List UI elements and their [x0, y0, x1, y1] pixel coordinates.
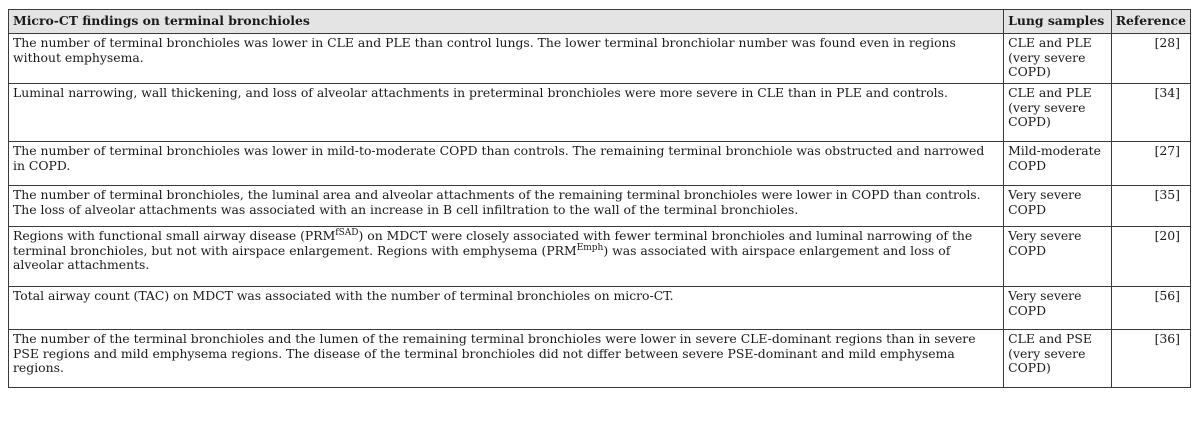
- finding-cell: Luminal narrowing, wall thickening, and …: [7, 83, 1005, 142]
- findings-table: Micro-CT findings on terminal bronchiole…: [7, 9, 1192, 388]
- samples-cell: CLE and PLE (very severe COPD): [1003, 83, 1112, 142]
- table-row: The number of terminal bronchioles was l…: [7, 141, 1192, 186]
- samples-cell: Very severe COPD: [1003, 286, 1112, 330]
- table-row: Luminal narrowing, wall thickening, and …: [7, 83, 1192, 142]
- finding-cell: The number of the terminal bronchioles a…: [7, 329, 1005, 388]
- finding-text-b: ) on MDCT were closely associated with f…: [13, 228, 973, 258]
- prm-fsad-superscript: fSAD: [335, 228, 359, 238]
- header-lung-samples: Lung samples: [1003, 9, 1112, 34]
- table-header: Micro-CT findings on terminal bronchiole…: [7, 9, 1192, 34]
- header-findings: Micro-CT findings on terminal bronchiole…: [7, 9, 1005, 34]
- reference-cell: [36]: [1110, 329, 1192, 388]
- table-row: The number of the terminal bronchioles a…: [7, 329, 1192, 388]
- samples-cell: Very severe COPD: [1003, 185, 1112, 227]
- finding-text-c: ) was associated with airspace enlargeme…: [13, 242, 951, 273]
- finding-cell: Regions with functional small airway dis…: [7, 226, 1005, 287]
- table-row: The number of terminal bronchioles, the …: [7, 185, 1192, 227]
- reference-cell: [27]: [1110, 141, 1192, 186]
- reference-cell: [35]: [1110, 185, 1192, 227]
- reference-cell: [20]: [1110, 226, 1192, 287]
- table-row: Regions with functional small airway dis…: [7, 226, 1192, 287]
- finding-cell: The number of terminal bronchioles was l…: [7, 33, 1005, 84]
- reference-cell: [28]: [1110, 33, 1192, 84]
- table-body: The number of terminal bronchioles was l…: [7, 33, 1192, 388]
- finding-cell: The number of terminal bronchioles was l…: [7, 141, 1005, 186]
- samples-cell: CLE and PSE (very severe COPD): [1003, 329, 1112, 388]
- finding-text-a: Regions with functional small airway dis…: [13, 228, 336, 243]
- finding-cell: Total airway count (TAC) on MDCT was ass…: [7, 286, 1005, 330]
- reference-cell: [34]: [1110, 83, 1192, 142]
- table-row: The number of terminal bronchioles was l…: [7, 33, 1192, 84]
- samples-cell: CLE and PLE (very severe COPD): [1003, 33, 1112, 84]
- table-row: Total airway count (TAC) on MDCT was ass…: [7, 286, 1192, 330]
- samples-cell: Very severe COPD: [1003, 226, 1112, 287]
- finding-cell: The number of terminal bronchioles, the …: [7, 185, 1005, 227]
- samples-cell: Mild-moderate COPD: [1003, 141, 1112, 186]
- header-reference: Reference: [1110, 9, 1192, 34]
- reference-cell: [56]: [1110, 286, 1192, 330]
- header-row: Micro-CT findings on terminal bronchiole…: [7, 9, 1192, 34]
- prm-emph-superscript: Emph: [576, 242, 604, 253]
